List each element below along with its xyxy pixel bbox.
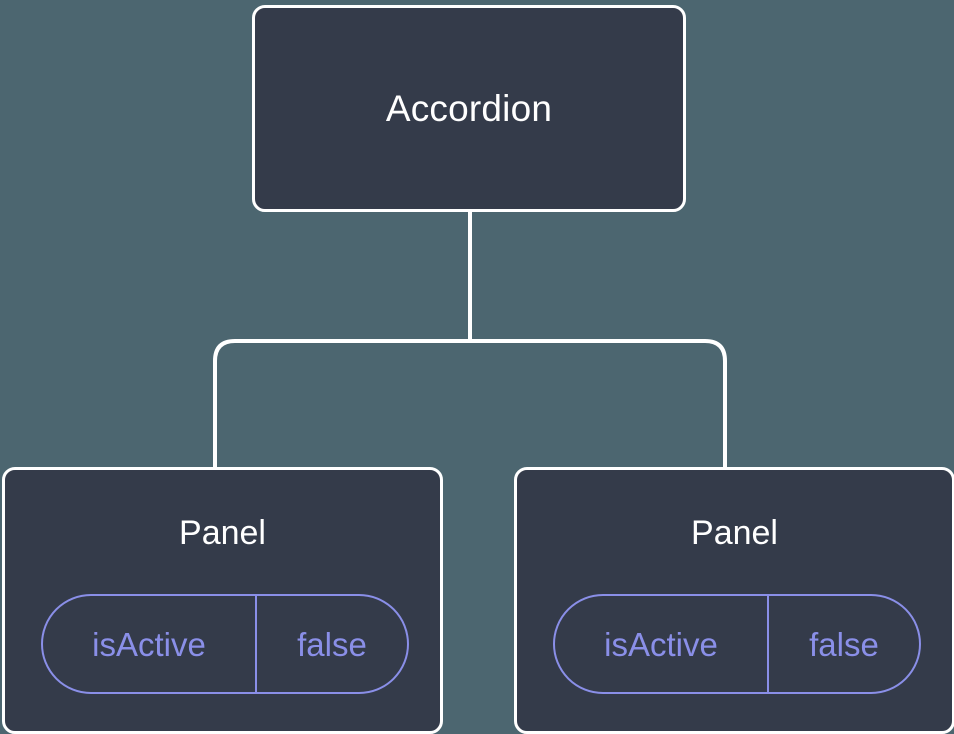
- connector-branch-left: [213, 339, 470, 470]
- state-key-isactive: isActive: [555, 596, 769, 692]
- node-panel-1-label: Panel: [691, 514, 778, 552]
- node-panel-1[interactable]: Panel isActive false: [514, 467, 954, 734]
- node-panel-0[interactable]: Panel isActive false: [2, 467, 443, 734]
- node-panel-0-label: Panel: [179, 514, 266, 552]
- node-accordion[interactable]: Accordion: [252, 5, 686, 212]
- state-pill-panel-1[interactable]: isActive false: [553, 594, 921, 694]
- node-accordion-label: Accordion: [385, 88, 553, 129]
- state-value-isactive: false: [809, 625, 879, 663]
- state-value-isactive: false: [297, 625, 367, 663]
- state-pill-panel-0[interactable]: isActive false: [41, 594, 409, 694]
- state-key-isactive: isActive: [43, 596, 257, 692]
- connector-branch-right: [470, 339, 727, 470]
